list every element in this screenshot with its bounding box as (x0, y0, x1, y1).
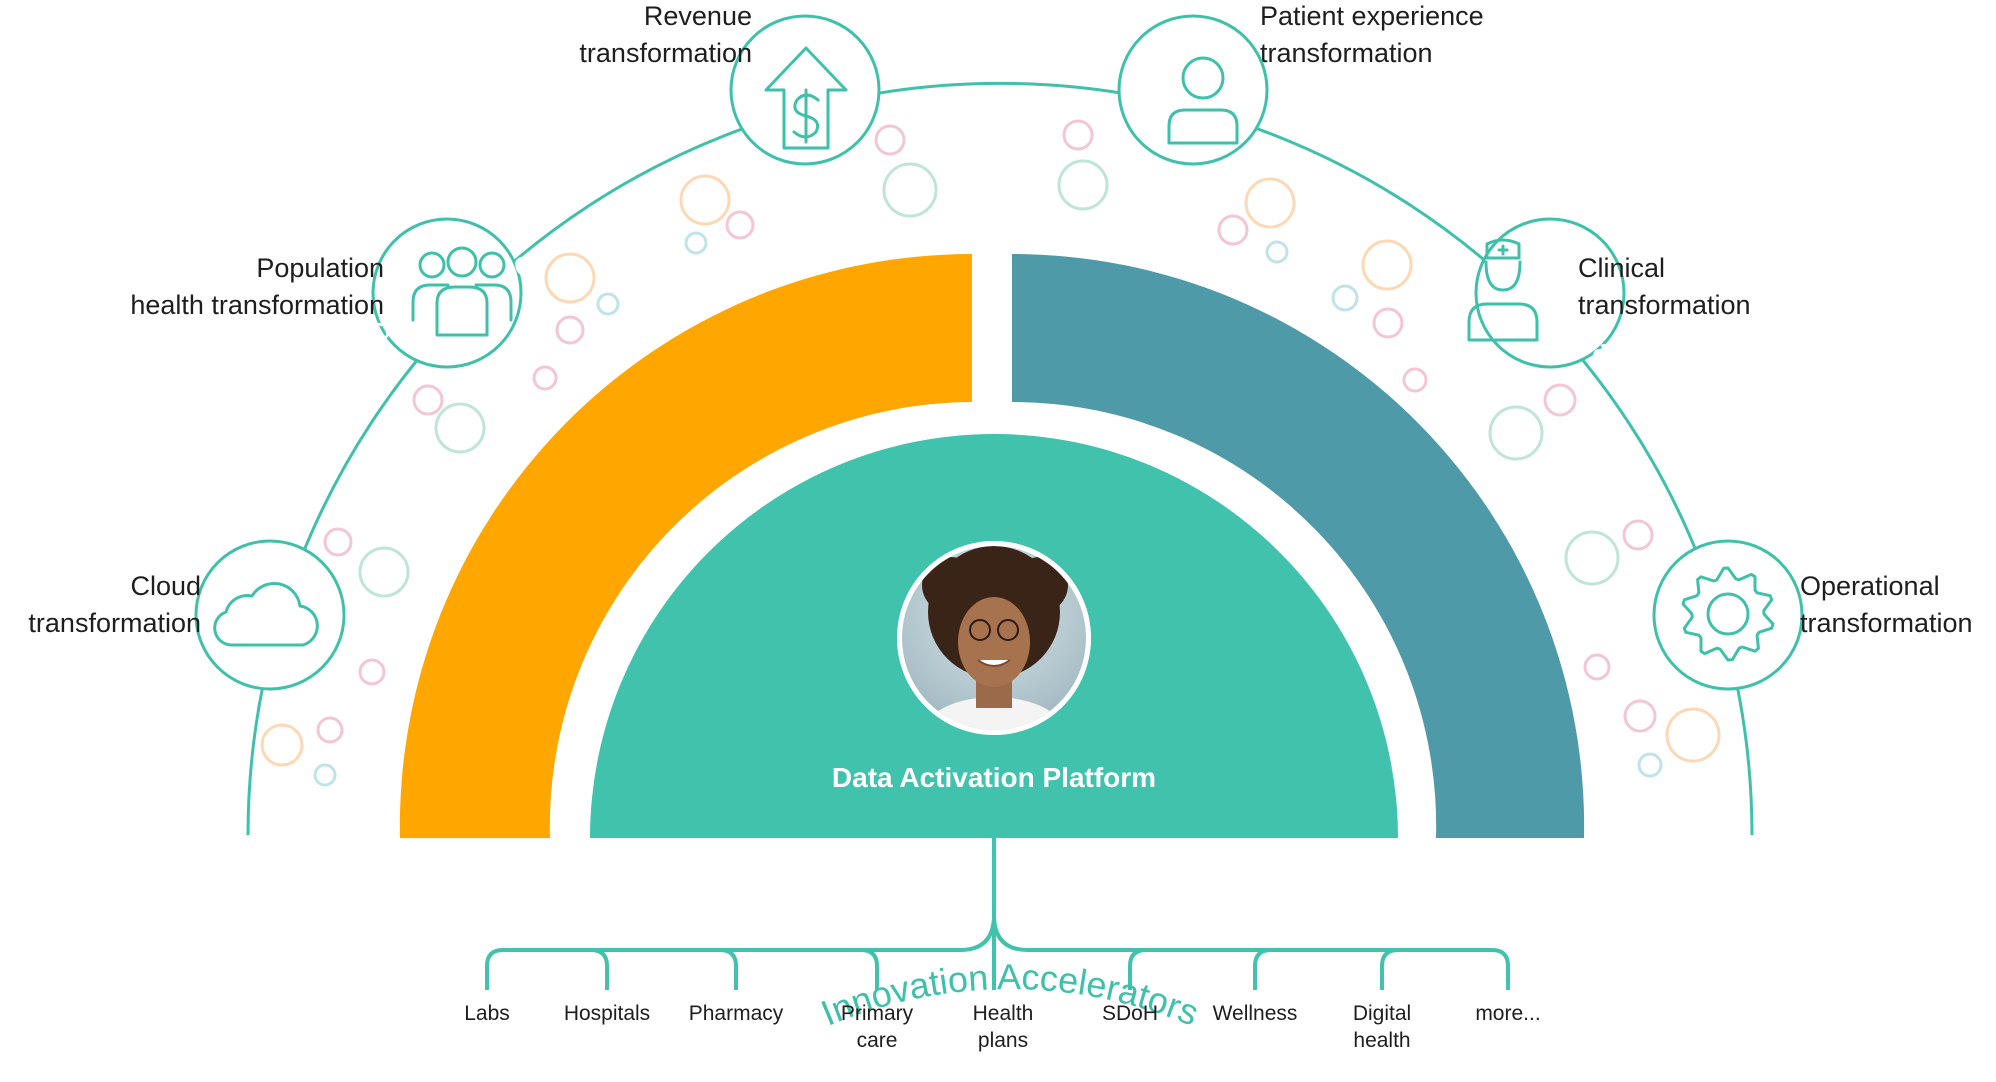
icon-notch (1652, 539, 1804, 691)
data-source-hospitals: Hospitals (563, 1002, 651, 1025)
bubble (358, 546, 410, 598)
bubble (1402, 367, 1428, 393)
bubble (260, 723, 304, 767)
people-icon (411, 246, 513, 337)
data-source-connectors (485, 838, 1510, 990)
bubble (874, 124, 906, 156)
nurse-icon (1467, 238, 1539, 342)
bubble (555, 315, 585, 345)
data-source-labs: Labs (464, 1002, 510, 1025)
intelligent-application-suite-arc (399, 253, 972, 838)
bubble (1564, 530, 1620, 586)
bubble (1622, 519, 1654, 551)
bubble (1637, 752, 1663, 778)
gear-icon (1681, 566, 1775, 662)
bubble (1543, 383, 1577, 417)
icon-notch (1117, 14, 1269, 166)
icon-notch (194, 539, 346, 691)
avatar (897, 541, 1091, 735)
outer-accelerator-outline (246, 81, 1754, 836)
person-icon (1167, 56, 1239, 145)
bubble (434, 402, 486, 454)
bubble (358, 658, 386, 686)
bubble (1244, 177, 1296, 229)
bubble (1062, 119, 1094, 151)
bubble (1488, 405, 1544, 461)
bubble (412, 384, 444, 416)
innovation-toolkit-arc (1012, 253, 1585, 838)
bubble (1331, 284, 1359, 312)
bubble (596, 292, 620, 316)
bubble (313, 763, 337, 787)
bubble (1583, 653, 1611, 681)
data-source-wellness: Wellness (1212, 1002, 1298, 1025)
bubble (679, 174, 731, 226)
dollar-arrow-icon (764, 46, 848, 150)
icon-notch (1474, 217, 1626, 369)
bubble (1217, 214, 1249, 246)
icon-notches (194, 14, 1804, 691)
bubble (1057, 159, 1109, 211)
bubble (1372, 307, 1404, 339)
data-activation-platform-label: Data Activation Platform (832, 762, 1156, 793)
bubble (532, 365, 558, 391)
bubble (1665, 707, 1721, 763)
bubble (1265, 240, 1289, 264)
cloud-icon (213, 582, 319, 647)
bubble (1623, 699, 1657, 733)
bubble (1361, 239, 1413, 291)
bubble (725, 210, 755, 240)
data-source-pharmacy: Pharmacy (688, 1002, 784, 1025)
bubble (882, 162, 938, 218)
bubble (544, 252, 596, 304)
bubble (316, 716, 344, 744)
decorative-bubbles (260, 119, 1721, 787)
data-source-more: more... (1475, 1002, 1541, 1025)
bubble (684, 231, 708, 255)
data-source-sdoh: SDoH (1101, 1002, 1159, 1025)
bubble (323, 527, 353, 557)
